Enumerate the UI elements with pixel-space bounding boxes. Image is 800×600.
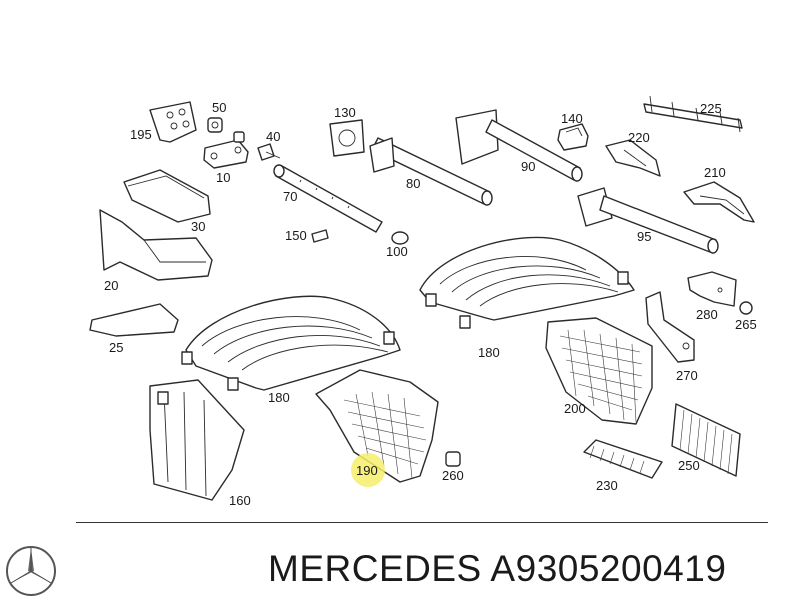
part-180-fender-left	[181, 295, 401, 391]
mercedes-star-logo	[6, 546, 56, 596]
part-25-bracket	[89, 303, 179, 337]
callout-270: 270	[676, 368, 698, 383]
callout-230: 230	[596, 478, 618, 493]
callout-250: 250	[678, 458, 700, 473]
callout-95: 95	[637, 229, 651, 244]
callout-25: 25	[109, 340, 123, 355]
callout-180-left: 180	[268, 390, 290, 405]
part-number-title: MERCEDES A9305200419	[268, 548, 727, 589]
part-95-tube	[577, 187, 719, 254]
callout-150: 150	[285, 228, 307, 243]
callout-50: 50	[212, 100, 226, 115]
callout-200: 200	[564, 401, 586, 416]
part-30-bracket	[123, 169, 211, 223]
part-40-bolt	[257, 143, 281, 161]
callout-70: 70	[283, 189, 297, 204]
callout-80: 80	[406, 176, 420, 191]
part-80-tube	[369, 137, 493, 206]
part-225-rail	[643, 95, 743, 133]
part-190-mudflap	[315, 369, 439, 483]
callout-90: 90	[521, 159, 535, 174]
part-180-fender-right	[419, 236, 635, 329]
part-265-nut	[739, 301, 753, 315]
part-130-plate	[329, 119, 365, 157]
callout-160: 160	[229, 493, 251, 508]
callout-40: 40	[266, 129, 280, 144]
callout-10: 10	[216, 170, 230, 185]
part-140-mount	[557, 123, 589, 151]
part-280-bracket	[687, 271, 737, 307]
part-50-nut	[207, 117, 223, 133]
callout-190: 190	[356, 463, 378, 478]
callout-195: 195	[130, 127, 152, 142]
part-70-tube	[273, 164, 383, 233]
callout-180-right: 180	[478, 345, 500, 360]
callout-20: 20	[104, 278, 118, 293]
part-270-strap	[645, 291, 695, 363]
part-10-bracket	[203, 131, 249, 169]
part-100-bushing	[391, 231, 409, 245]
part-150-clip	[311, 229, 329, 243]
part-220-bracket	[605, 139, 661, 177]
callout-260: 260	[442, 468, 464, 483]
part-250-panel	[671, 403, 741, 477]
callout-100: 100	[386, 244, 408, 259]
callout-30: 30	[191, 219, 205, 234]
callout-220: 220	[628, 130, 650, 145]
part-230-bar	[583, 439, 663, 479]
highlight-marker	[351, 453, 385, 487]
callout-265: 265	[735, 317, 757, 332]
callout-130: 130	[334, 105, 356, 120]
part-195-bracket-plate	[149, 101, 197, 143]
part-210-bracket	[683, 181, 755, 223]
footer-divider	[76, 522, 768, 523]
callout-280: 280	[696, 307, 718, 322]
callout-210: 210	[704, 165, 726, 180]
part-260-cap	[445, 451, 461, 467]
part-90-tube	[455, 109, 583, 182]
callout-140: 140	[561, 111, 583, 126]
callout-225: 225	[700, 101, 722, 116]
part-160-mudflap	[149, 379, 245, 501]
part-20-bracket	[99, 209, 213, 281]
part-200-mudflap	[545, 317, 653, 425]
